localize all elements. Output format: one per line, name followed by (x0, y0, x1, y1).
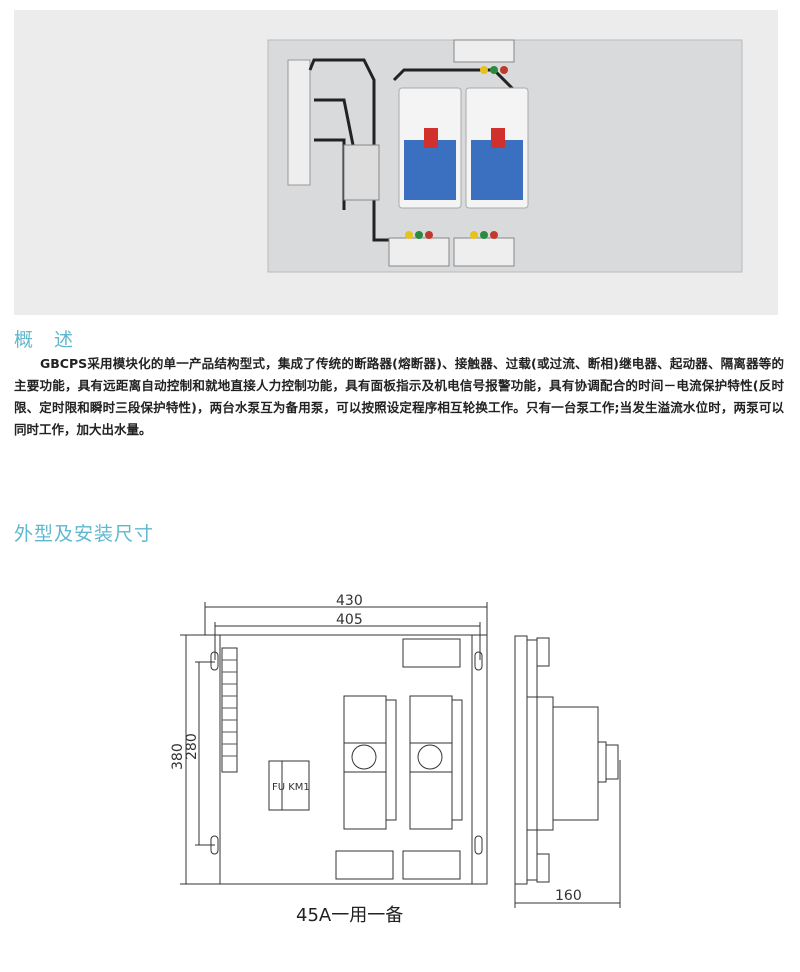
controller-1 (343, 695, 397, 830)
overview-paragraph: GBCPS采用模块化的单一产品结构型式，集成了传统的断路器(熔断器)、接触器、过… (14, 356, 784, 437)
terminal-strip (221, 647, 238, 773)
front-panel (185, 634, 488, 885)
overview-heading: 概 述 (14, 329, 75, 351)
dimension-drawing: 430 405 380 280 FU KM1 (0, 580, 800, 972)
product-photo (14, 10, 778, 315)
height-mount-label: 280 (184, 733, 200, 760)
controller-2 (409, 695, 463, 830)
drawing-caption: 45A一用一备 (296, 905, 403, 926)
fu-km-label: FU KM1 (272, 782, 310, 793)
width-mount-label: 405 (336, 612, 363, 628)
contactor-block (268, 760, 310, 811)
depth-label: 160 (555, 888, 582, 904)
side-view (514, 635, 621, 908)
height-outer-label: 380 (170, 743, 186, 770)
dimensions-heading: 外型及安装尺寸 (14, 523, 155, 545)
width-outer-label: 430 (336, 593, 363, 609)
